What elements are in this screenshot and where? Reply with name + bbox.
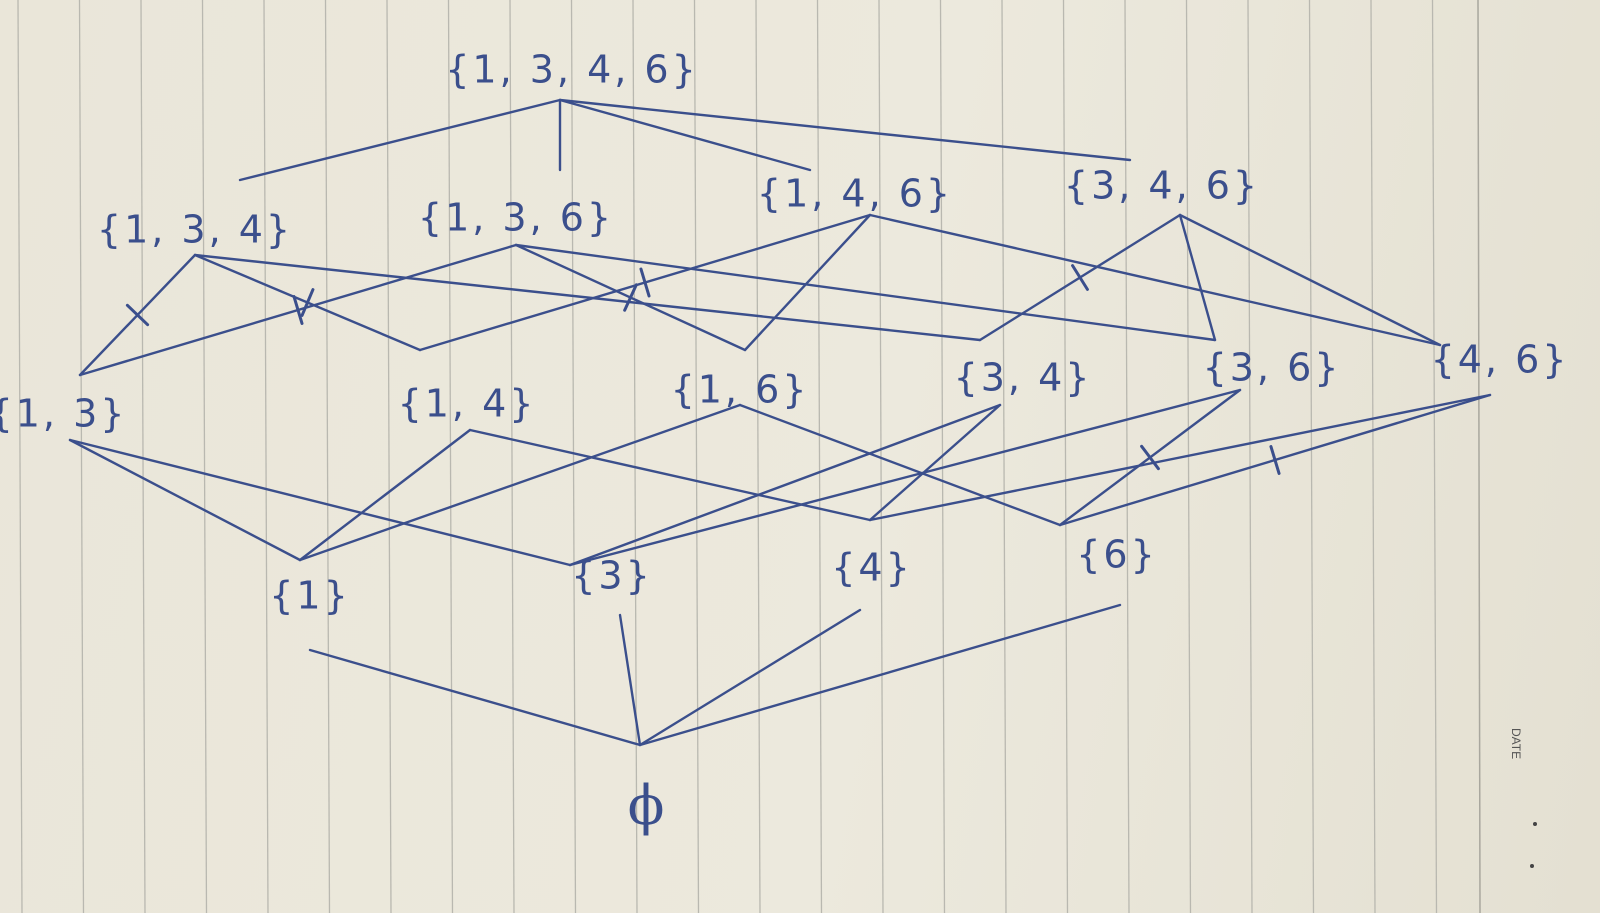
edge-n1346-n146: [558, 98, 812, 172]
crossed-mark: [292, 295, 304, 325]
edge-n146-n46: [868, 213, 1442, 347]
crossed-mark: [1071, 264, 1089, 291]
edge-n134-n34: [193, 253, 982, 342]
ruled-line: [78, 0, 85, 913]
node-n14: {1, 4}: [398, 382, 537, 426]
crossed-mark: [1140, 444, 1160, 471]
edge-n16-n1: [298, 403, 742, 562]
edge-n34-n3: [568, 403, 1002, 567]
node-n146: {1, 4, 6}: [757, 172, 953, 216]
crossed-mark: [125, 303, 150, 327]
ruled-line: [201, 0, 208, 913]
node-n4: {4}: [831, 546, 913, 590]
edge-layer: [68, 98, 1492, 747]
ruled-line: [447, 0, 454, 913]
ruled-line: [324, 0, 331, 913]
node-n0: ϕ: [628, 774, 665, 837]
ruled-line: [1247, 0, 1253, 913]
ruled-line: [17, 0, 23, 913]
ruled-line: [509, 0, 515, 913]
edge-n346-n36: [1178, 213, 1217, 342]
crossed-mark: [639, 267, 651, 298]
ruled-line: [1431, 0, 1438, 913]
edge-n14-n1: [298, 428, 472, 562]
node-n16: {1, 6}: [671, 368, 810, 412]
edge-n346-n46: [1178, 213, 1442, 347]
crossed-mark: [300, 288, 315, 317]
edge-n13-n1: [68, 438, 302, 562]
date-label: DATE: [1509, 728, 1523, 759]
edge-n136-n36: [514, 243, 1217, 342]
node-n136: {1, 3, 6}: [418, 196, 614, 240]
page-dot: [1530, 864, 1534, 868]
node-n1346: {1, 3, 4, 6}: [445, 48, 699, 92]
ruled-line: [755, 0, 761, 913]
node-n134: {1, 3, 4}: [97, 208, 293, 252]
ruled-line: [1001, 0, 1007, 913]
edge-n1346-n134: [238, 98, 562, 182]
ruled-line: [263, 0, 269, 913]
edge-n16-n6: [738, 403, 1062, 527]
ruled-line: [1370, 0, 1376, 913]
crossed-mark: [623, 283, 638, 312]
edge-n3-n0: [618, 613, 642, 747]
edge-n1346-n346: [558, 98, 1132, 162]
edge-n36-n3: [568, 388, 1242, 567]
crossed-mark: [1269, 445, 1281, 475]
ruled-line: [1308, 0, 1315, 913]
ruled-line: [816, 0, 823, 913]
node-n34: {3, 4}: [954, 356, 1093, 400]
node-n3: {3}: [571, 554, 653, 598]
ruled-line: [140, 0, 146, 913]
edge-n146-n16: [743, 213, 872, 352]
ruled-line: [632, 0, 638, 913]
ruled-line: [1124, 0, 1130, 913]
edge-n13-n3: [68, 438, 572, 567]
node-n1: {1}: [269, 574, 351, 618]
node-n346: {3, 4, 6}: [1064, 164, 1260, 208]
page-dot: [1533, 822, 1537, 826]
node-layer: {1, 3, 4, 6} {1, 3, 4} {1, 3, 6} {1, 4, 6} {…: [0, 48, 1570, 838]
node-n13: {1, 3}: [0, 392, 127, 436]
ruled-line: [570, 0, 577, 913]
margin-line: [1477, 0, 1481, 913]
ruled-line: [386, 0, 392, 913]
edge-n46-n4: [868, 393, 1492, 522]
node-n6: {6}: [1076, 533, 1158, 577]
node-n36: {3, 6}: [1203, 346, 1342, 390]
edge-n34-n4: [868, 403, 1002, 522]
node-n46: {4, 6}: [1431, 338, 1570, 382]
edge-n4-n0: [638, 608, 862, 747]
edge-n1-n0: [308, 648, 642, 747]
ruled-line: [693, 0, 700, 913]
edge-n6-n0: [638, 603, 1122, 747]
ruled-line: [878, 0, 884, 913]
